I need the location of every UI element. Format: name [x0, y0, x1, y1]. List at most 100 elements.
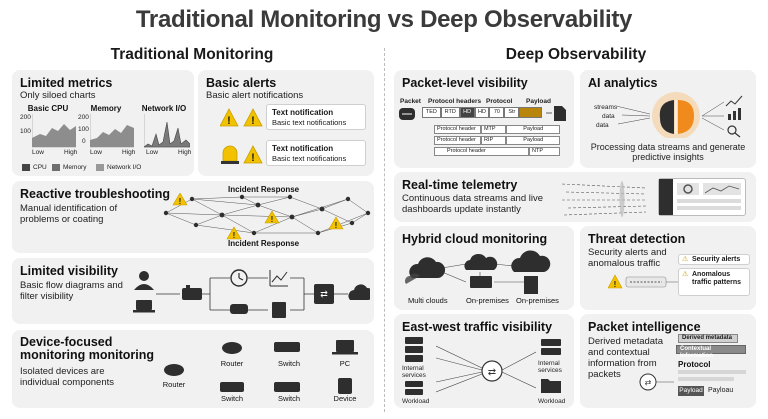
cpu-area-plot: [32, 114, 76, 148]
ai-analytics-card: AI analytics streams data data Processin…: [580, 70, 756, 168]
field-ted: TED: [422, 107, 441, 118]
page-title: Traditional Monitoring vs Deep Observabi…: [135, 6, 633, 33]
packet-row-3: Protocol header NTP: [434, 147, 560, 156]
network-line-plot: [144, 114, 190, 148]
memory-area-plot: [90, 114, 134, 148]
eastwest-card: East-west traffic visibility Internal se…: [394, 314, 574, 408]
svg-text:⇄: ⇄: [320, 289, 328, 299]
network-chart: Network I/O Low High: [136, 104, 192, 158]
warning-icons-row-1: ! !: [220, 108, 263, 127]
limited-visibility-card: Limited visibility Basic flow diagrams a…: [12, 258, 374, 324]
warning-icon: !: [328, 216, 344, 230]
protocol-headers-label: Protocol headers: [428, 98, 482, 105]
network-high: High: [178, 149, 192, 156]
alert-icons-row-2: !: [221, 145, 263, 164]
svg-text:!: !: [233, 231, 236, 240]
warning-icon: !: [226, 226, 242, 240]
svg-text:!: !: [335, 221, 338, 230]
limited-metrics-subtitle: Only siloed charts: [20, 90, 96, 101]
eastwest-left-workload: Workload: [402, 398, 430, 405]
brain-icon: [652, 92, 700, 138]
router-icon: [164, 364, 184, 376]
notification-2[interactable]: Text notification Basic text notificatio…: [266, 140, 366, 166]
threat-title: Threat detection: [588, 232, 686, 246]
payload-label: Payload: [526, 98, 551, 105]
ai-input-data-1: data: [602, 113, 615, 120]
svg-text:!: !: [251, 152, 255, 164]
row2-payload: Payload: [506, 136, 561, 145]
live-dashboard[interactable]: [658, 178, 746, 216]
memory-chart-label: Memory: [90, 104, 122, 113]
basic-alerts-title: Basic alerts: [206, 76, 277, 90]
eastwest-right-workload: Workload: [538, 398, 566, 405]
packet-intel-title: Packet intelligence: [588, 320, 701, 334]
limited-visibility-title: Limited visibility: [20, 264, 118, 278]
notification-1-body: Basic text notifications: [272, 118, 347, 127]
router-icon: [230, 304, 248, 314]
device-focused-subtitle: Isolated devices are individual componen…: [20, 366, 115, 388]
packet-intel-protocol: Protocol: [678, 360, 711, 369]
hybrid-title: Hybrid cloud monitoring: [402, 232, 548, 246]
packet-label: Packet: [400, 98, 421, 105]
basic-alerts-card: Basic alerts Basic alert notifications !…: [198, 70, 374, 176]
ai-input-data-2: data: [596, 122, 609, 129]
device-icon: [338, 378, 352, 394]
pc-icon: [332, 340, 358, 355]
warning-icon: !: [243, 108, 263, 127]
hybrid-cloud-diagram: [405, 250, 551, 294]
warning-icon: ⚠: [682, 271, 689, 278]
packet-icon: [399, 108, 415, 120]
warning-icon: !: [243, 145, 263, 164]
svg-text:!: !: [179, 197, 182, 206]
packet-visibility-card: Packet-level visibility Packet Protocol …: [394, 70, 574, 168]
device-label-router-1: Router: [162, 380, 186, 389]
right-column-title: Deep Observability: [505, 46, 647, 63]
ai-input-streams: streams: [594, 104, 618, 111]
hybrid-label-on-premises-2: On-premises: [516, 296, 559, 305]
flow-diagram: ⇄: [133, 269, 370, 318]
switch-icon: [274, 382, 300, 392]
packet-rows: Protocol header MTP Payload Protocol hea…: [434, 125, 561, 156]
cloud-icon: [405, 273, 420, 284]
legend-swatch-cpu: [22, 164, 30, 171]
switch-icon: [220, 382, 244, 392]
magnify-chart-icon: [727, 125, 741, 138]
document-icon: [546, 106, 566, 121]
row2-header: Protocol header: [434, 136, 481, 145]
ai-brain-diagram: [616, 92, 743, 138]
legend-memory: Memory: [63, 164, 87, 171]
gateway-icon: [182, 285, 202, 300]
trend-up-icon: [725, 95, 743, 107]
svg-text:!: !: [227, 115, 231, 127]
incident-response-bottom: Incident Response: [228, 239, 300, 248]
warning-icon: !: [220, 108, 239, 127]
cpu-chart-label: Basic CPU: [27, 104, 69, 113]
memory-high: High: [122, 149, 136, 156]
field-hd-2: HD: [474, 107, 490, 118]
cpu-chart: Basic CPU 200 100 Low High: [20, 104, 77, 158]
clock-icon: [230, 269, 248, 287]
dashboard-preview: [659, 179, 741, 215]
row3-protocol: NTP: [529, 147, 560, 156]
filter-switch-icon: ⇄: [314, 284, 334, 304]
hybrid-label-on-premises-1: On-premises: [466, 296, 509, 305]
anomalous-traffic-box[interactable]: ⚠ Anomalous traffic patterns: [678, 268, 750, 296]
bar-chart-icon: [728, 108, 741, 120]
incident-network-graph: ! ! ! !: [163, 193, 371, 240]
packet-visibility-title: Packet-level visibility: [402, 76, 528, 90]
security-alert-box[interactable]: ⚠ Security alerts: [678, 254, 750, 265]
column-divider: [384, 48, 385, 412]
cloud-icon: [511, 250, 551, 272]
cloud-icon: [464, 253, 498, 270]
server-stack-icon: [405, 337, 423, 362]
notification-1-title: Text notification: [272, 108, 334, 117]
notification-1[interactable]: Text notification Basic text notificatio…: [266, 104, 366, 130]
eastwest-flow: ⇄: [436, 345, 536, 393]
limited-metrics-card: Limited metrics Only siloed charts Basic…: [12, 70, 194, 176]
legend-swatch-network: [96, 164, 104, 171]
memory-tick-100: 100: [78, 126, 89, 133]
payload-tag-2: Payloau: [708, 387, 734, 394]
telemetry-card: Real-time telemetry Continuous data stre…: [394, 172, 756, 222]
threat-detection-card: Threat detection Security alerts and ano…: [580, 226, 756, 310]
row1-header: Protocol header: [434, 125, 481, 134]
